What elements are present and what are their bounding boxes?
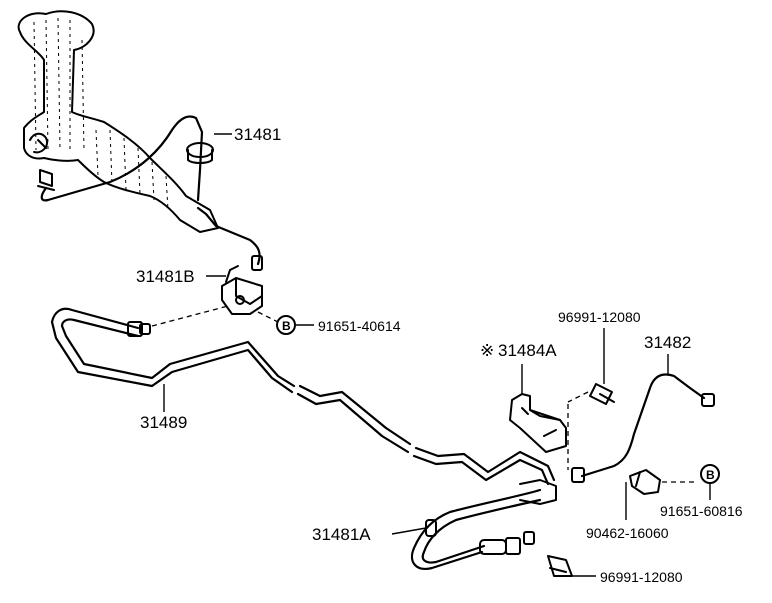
clutch-line-31489 [50,307,556,486]
hose-31481a [410,479,557,570]
leader-31481a [391,527,427,535]
label-31484a: 31484A [498,341,557,360]
union-90462-16060 [629,469,661,495]
clutch-master-cylinder [17,10,219,233]
dash-clip-bracket [567,391,589,403]
bolt-b-right-letter: B [706,468,715,482]
label-31489: 31489 [140,413,187,432]
label-96991-12080-bottom: 96991-12080 [600,569,683,585]
pipe-31481 [40,115,263,271]
label-96991-12080-top: 96991-12080 [558,309,641,325]
label-31481b: 31481B [136,267,195,286]
label-91651-60816: 91651-60816 [660,503,743,519]
dash-bracket-bolt [257,311,279,323]
bolt-b-icon [276,315,296,335]
clip-96991-12080-top [589,383,615,405]
dash-bracket-hose [151,305,229,327]
label-31482: 31482 [644,333,691,352]
label-90462-16060: 90462-16060 [586,525,669,541]
label-31481a: 31481A [312,525,371,544]
pipe-31482 [571,373,715,483]
clip-96991-12080-bottom [547,555,573,577]
label-31481: 31481 [234,125,281,144]
label-91651-40614: 91651-40614 [318,318,401,334]
bracket-31481b [221,265,263,315]
bracket-31484a [509,393,567,453]
bolt-b-left-letter: B [282,319,291,333]
mark-31484a: ※ [480,341,494,360]
bolt-b-icon-right [700,464,720,484]
